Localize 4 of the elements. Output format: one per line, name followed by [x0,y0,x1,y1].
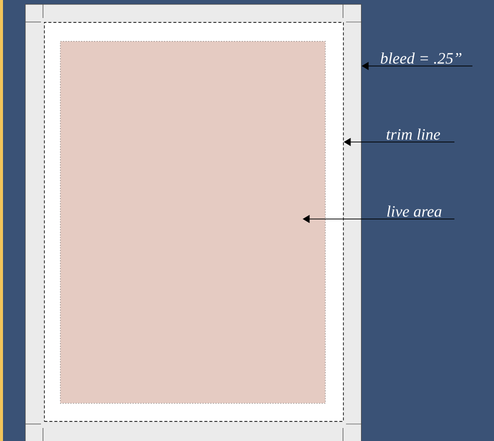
leader-text: trim line [386,128,440,140]
leader-text: live area [387,206,442,217]
leader-text: bleed = .25” [380,52,462,64]
live-area-rectangle [60,41,326,404]
